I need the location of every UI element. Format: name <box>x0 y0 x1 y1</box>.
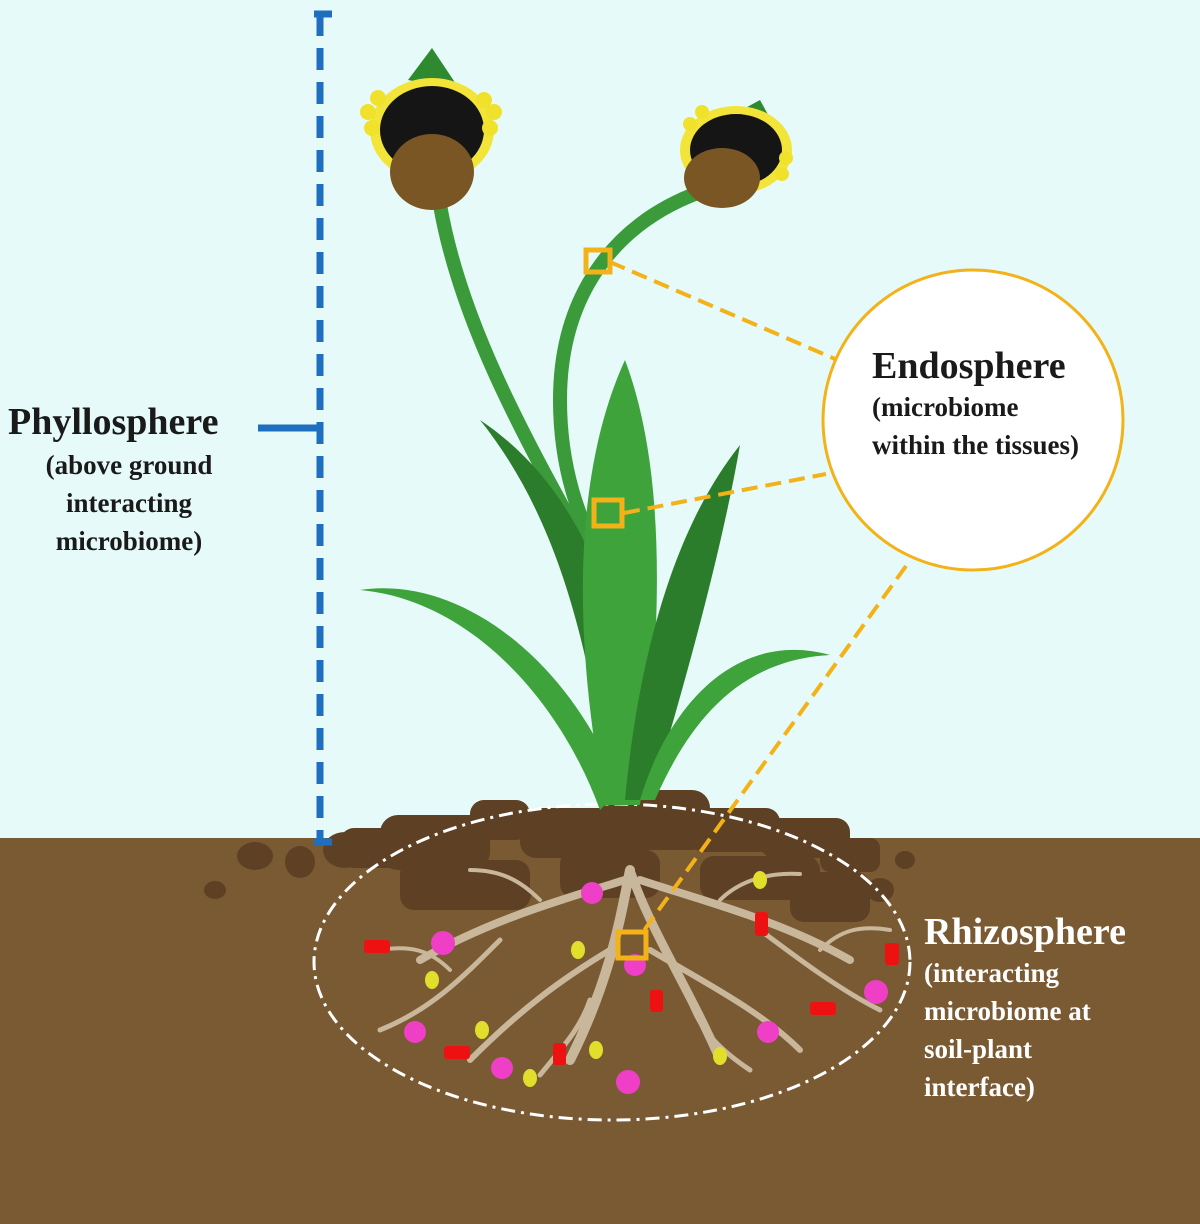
endosphere-title: Endosphere <box>872 345 1066 387</box>
rhizosphere-line-1: (interacting <box>924 958 1059 988</box>
leaf-far-right <box>640 649 830 800</box>
endosphere-connectors <box>609 260 908 938</box>
rhizosphere-boundary <box>312 802 912 1122</box>
endosphere-marker-leaf <box>591 497 625 529</box>
rhizosphere-label: Rhizosphere (interacting microbiome at s… <box>924 912 1126 1106</box>
endosphere-label: Endosphere (microbiome within the tissue… <box>872 346 1079 464</box>
endosphere-marker-root <box>615 929 649 961</box>
rhizosphere-description: (interacting microbiome at soil-plant in… <box>924 954 1126 1106</box>
rhizosphere-line-4: interface) <box>924 1072 1035 1102</box>
phyllosphere-title: Phyllosphere <box>8 401 219 443</box>
rhizosphere-line-2: microbiome at <box>924 996 1091 1026</box>
right-flower-head <box>680 100 793 208</box>
soil-ground <box>0 838 1200 1224</box>
left-flower-head <box>360 48 502 210</box>
rhizosphere-line-3: soil-plant <box>924 1034 1033 1064</box>
phyllosphere-description: (above ground interacting microbiome) <box>34 446 224 560</box>
phyllosphere-line-3: microbiome) <box>55 526 203 556</box>
right-flower-stem <box>552 185 707 567</box>
leaf-dark-right <box>625 445 740 800</box>
plant-leaves <box>360 360 830 810</box>
microbes-yellow <box>425 871 767 1087</box>
endosphere-line-1: (microbiome <box>872 392 1019 422</box>
endosphere-marker-stem <box>583 247 613 275</box>
microbes-red <box>364 912 899 1065</box>
endosphere-line-2: within the tissues) <box>872 430 1080 460</box>
phyllosphere-line-1: (above ground <box>45 450 213 480</box>
rhizosphere-title: Rhizosphere <box>924 911 1126 953</box>
leaf-far-left <box>360 588 620 810</box>
endosphere-description: (microbiome within the tissues) <box>872 388 1079 464</box>
phyllosphere-line-2: interacting <box>66 488 192 518</box>
leaf-center <box>582 360 657 805</box>
phyllosphere-label: Phyllosphere (above ground interacting m… <box>8 402 224 560</box>
endosphere-circle <box>821 268 1125 572</box>
phyllosphere-bracket <box>258 10 332 846</box>
